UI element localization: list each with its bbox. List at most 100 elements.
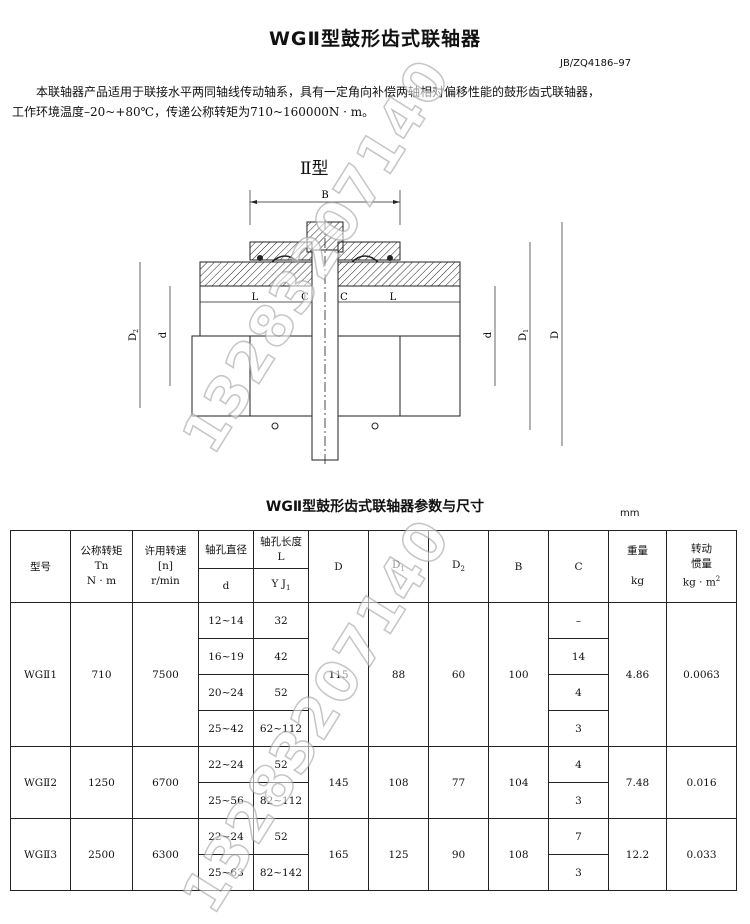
cell-D1: 88 [368, 602, 429, 747]
cell-bore: 16~19 [198, 638, 254, 675]
cell-C: 14 [548, 638, 609, 675]
unit-label: mm [620, 508, 640, 519]
cell-D: 115 [308, 602, 369, 747]
cell-weight: 4.86 [608, 602, 667, 747]
cell-B: 108 [488, 818, 549, 891]
header-C: C [548, 530, 609, 603]
cell-weight: 12.2 [608, 818, 667, 891]
cell-bore: 25~63 [198, 854, 254, 891]
header-model: 型号 [10, 530, 71, 603]
cell-D2: 60 [428, 602, 489, 747]
cell-length: 42 [253, 638, 309, 675]
cell-length: 32 [253, 602, 309, 639]
cell-D1: 125 [368, 818, 429, 891]
page-title: WGⅡ型鼓形齿式联轴器 [268, 28, 482, 50]
header-bore-sym: d [198, 568, 254, 603]
cell-B: 104 [488, 746, 549, 819]
cell-D1: 108 [368, 746, 429, 819]
table-title: WGⅡ型鼓形齿式联轴器参数与尺寸 [265, 499, 485, 515]
svg-text:d: d [158, 331, 169, 338]
cell-speed: 6300 [132, 818, 199, 891]
coupling-drawing: B L L C C D2 d d D1 D [128, 190, 563, 465]
type-label: Ⅱ型 [300, 159, 329, 179]
cell-C: – [548, 602, 609, 639]
cell-C: 3 [548, 854, 609, 891]
cell-B: 100 [488, 602, 549, 747]
cell-length: 52 [253, 746, 309, 783]
label-B: B [321, 190, 328, 201]
cell-C: 3 [548, 710, 609, 747]
cell-speed: 6700 [132, 746, 199, 819]
standard-number: JB/ZQ4186–97 [560, 58, 632, 69]
label-L-left: L [252, 292, 259, 303]
header-weight: 重量 kg [608, 530, 667, 603]
cell-bore: 25~42 [198, 710, 254, 747]
svg-text:D1: D1 [518, 329, 530, 341]
header-inertia: 转动 惯量 kg · m2 [666, 530, 737, 603]
cell-inertia: 0.0063 [666, 602, 737, 747]
right-hub [337, 261, 461, 287]
cell-length: 82~142 [253, 854, 309, 891]
cell-speed: 7500 [132, 602, 199, 747]
dim-right: d D1 D [483, 222, 563, 446]
cell-length: 52 [253, 818, 309, 855]
params-table: 型号 公称转矩 Tn N · m 许用转速 [n] r/min 轴孔直径 轴孔长… [10, 530, 737, 891]
cell-C: 7 [548, 818, 609, 855]
intro-line-2: 工作环境温度–20~+80℃，传递公称转矩为710~160000N · m。 [12, 105, 375, 119]
svg-text:D: D [550, 331, 561, 339]
cell-length: 62~112 [253, 710, 309, 747]
header-bore: 轴孔直径 [198, 530, 254, 569]
cell-D2: 77 [428, 746, 489, 819]
label-C-left: C [301, 292, 309, 303]
cell-C: 3 [548, 782, 609, 819]
label-L-right: L [390, 292, 397, 303]
right-shaft [337, 335, 461, 417]
dim-left: D2 d [128, 262, 171, 408]
cell-D: 165 [308, 818, 369, 891]
header-D1: D1 [368, 530, 429, 603]
cell-weight: 7.48 [608, 746, 667, 819]
left-hub [199, 261, 313, 287]
cell-inertia: 0.033 [666, 818, 737, 891]
dim-B: B [249, 190, 401, 225]
header-D: D [308, 530, 369, 603]
header-speed: 许用转速 [n] r/min [132, 530, 199, 603]
label-C-right: C [340, 292, 348, 303]
cell-C: 4 [548, 674, 609, 711]
cell-D2: 90 [428, 818, 489, 891]
header-length: 轴孔长度 L [253, 530, 309, 569]
intro-paragraph: 本联轴器产品适用于联接水平两同轴线传动轴系，具有一定角向补偿两轴相对偏移性能的鼓… [12, 82, 740, 122]
cell-length: 52 [253, 674, 309, 711]
cell-model: WGⅡ1 [10, 602, 71, 747]
intro-line-1: 本联轴器产品适用于联接水平两同轴线传动轴系，具有一定角向补偿两轴相对偏移性能的鼓… [36, 85, 601, 99]
dim-L-C: L L C C [200, 292, 460, 303]
cell-length: 82~112 [253, 782, 309, 819]
cell-torque: 2500 [70, 818, 133, 891]
cell-model: WGⅡ2 [10, 746, 71, 819]
header-D2: D2 [428, 530, 489, 603]
svg-text:D2: D2 [128, 329, 140, 341]
svg-text:d: d [483, 331, 494, 338]
header-torque: 公称转矩 Tn N · m [70, 530, 133, 603]
cell-bore: 12~14 [198, 602, 254, 639]
header-B: B [488, 530, 549, 603]
cell-D: 145 [308, 746, 369, 819]
header-length-types: Y J1 [253, 568, 309, 603]
cell-model: WGⅡ3 [10, 818, 71, 891]
cell-inertia: 0.016 [666, 746, 737, 819]
cell-torque: 1250 [70, 746, 133, 819]
cell-bore: 22~24 [198, 746, 254, 783]
cell-bore: 20~24 [198, 674, 254, 711]
left-shaft [191, 335, 313, 417]
cell-torque: 710 [70, 602, 133, 747]
cell-bore: 25~56 [198, 782, 254, 819]
cell-bore: 22~24 [198, 818, 254, 855]
cell-C: 4 [548, 746, 609, 783]
